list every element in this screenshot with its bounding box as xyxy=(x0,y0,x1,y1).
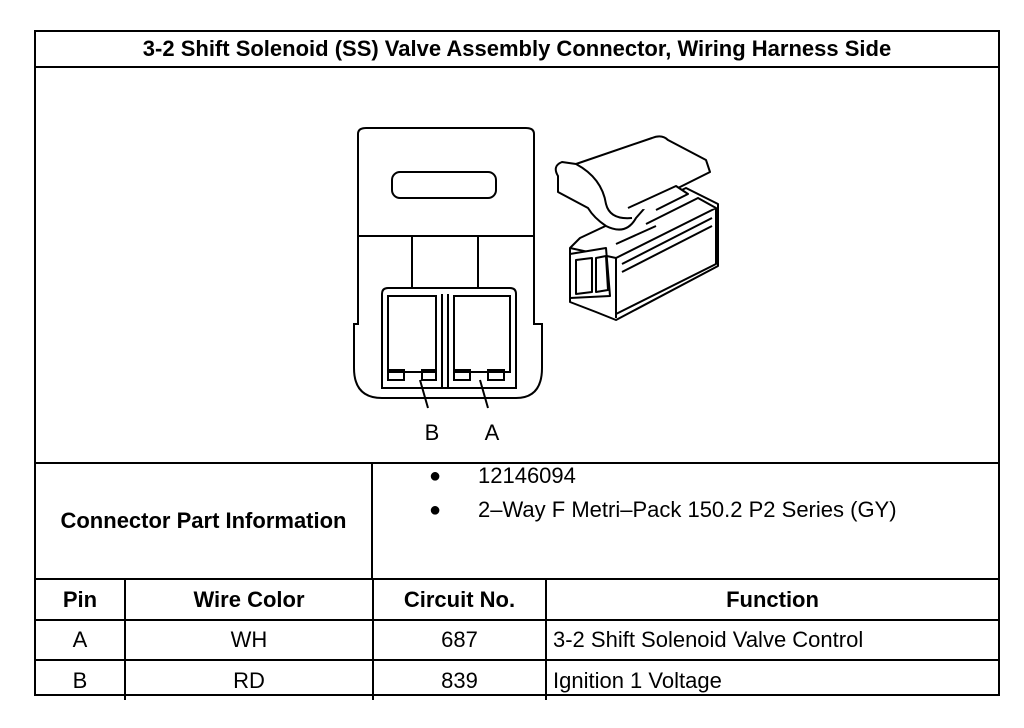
header-circuit-no: Circuit No. xyxy=(373,580,547,621)
connector-description: 2–Way F Metri–Pack 150.2 P2 Series (GY) xyxy=(478,497,897,522)
header-wire-color: Wire Color xyxy=(125,580,374,621)
cell-circuit: 687 xyxy=(373,619,547,660)
header-function: Function xyxy=(546,580,998,621)
cell-circuit: 839 xyxy=(373,659,547,700)
cell-wire-color: WH xyxy=(125,619,374,660)
connector-part-info-list: ● 12146094 ● 2–Way F Metri–Pack 150.2 P2… xyxy=(373,463,1000,580)
sheet-title: 3-2 Shift Solenoid (SS) Valve Assembly C… xyxy=(36,32,998,68)
cell-pin: B xyxy=(36,659,126,700)
pin-label-a: A xyxy=(485,420,500,445)
bullet-icon: ● xyxy=(429,464,442,487)
cell-pin: A xyxy=(36,619,126,660)
table-header-row: Pin Wire Color Circuit No. Function xyxy=(36,580,998,621)
cell-function: Ignition 1 Voltage xyxy=(546,659,998,700)
connector-isometric-view-icon xyxy=(554,135,719,321)
pin-label-b: B xyxy=(425,420,440,445)
header-pin: Pin xyxy=(36,580,126,621)
connector-sheet: 3-2 Shift Solenoid (SS) Valve Assembly C… xyxy=(34,30,1000,700)
table-row: A WH 687 3-2 Shift Solenoid Valve Contro… xyxy=(36,619,998,660)
connector-part-info-label: Connector Part Information xyxy=(36,464,373,580)
connector-face-view-icon xyxy=(353,127,543,409)
cell-wire-color: RD xyxy=(125,659,374,700)
connector-diagram: B A xyxy=(36,68,998,464)
cell-function: 3-2 Shift Solenoid Valve Control xyxy=(546,619,998,660)
pin-table: Pin Wire Color Circuit No. Function A WH… xyxy=(36,580,998,700)
part-number: 12146094 xyxy=(478,463,576,488)
connector-drawing: B A xyxy=(353,127,719,445)
table-row: B RD 839 Ignition 1 Voltage xyxy=(36,659,998,700)
bullet-icon: ● xyxy=(429,498,442,521)
